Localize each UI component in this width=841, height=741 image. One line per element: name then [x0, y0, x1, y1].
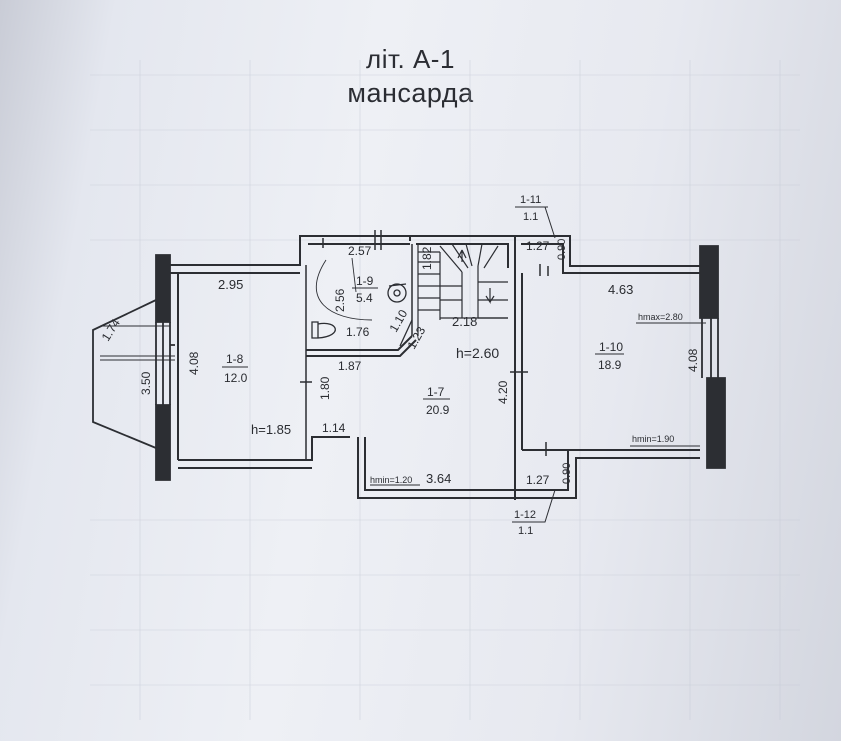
room-1-11-area: 1.1 — [523, 211, 538, 223]
dim-2-56: 2.56 — [333, 288, 347, 312]
grid-background — [90, 60, 800, 720]
dim-4-08-right: 4.08 — [686, 348, 700, 372]
room-1-10-id: 1-10 — [599, 340, 623, 354]
dim-1-27-top: 1.27 — [526, 239, 550, 253]
height-markers — [370, 322, 706, 486]
room-1-12-id: 1-12 — [514, 509, 536, 521]
plan-labels: 2.95 4.08 3.50 1.74 1-8 12.0 h=1.85 2.57… — [99, 194, 700, 537]
walls — [168, 235, 700, 500]
room-1-10-hmax: hmax=2.80 — [638, 312, 683, 322]
room-1-9-id: 1-9 — [356, 274, 374, 288]
room-1-7-id: 1-7 — [427, 385, 445, 399]
washbasin-icon — [387, 283, 407, 303]
room-1-7-hmin: hmin=1.20 — [370, 475, 412, 485]
staircase — [417, 243, 508, 336]
dim-0-90-bottom: 0.90 — [561, 463, 573, 484]
dim-3-50: 3.50 — [139, 371, 153, 395]
dim-2-57: 2.57 — [348, 244, 372, 258]
room-1-12-area: 1.1 — [518, 525, 533, 537]
room-1-9-area: 5.4 — [356, 291, 373, 305]
right-window — [699, 245, 726, 469]
dim-1-87: 1.87 — [338, 359, 362, 373]
dim-3-64: 3.64 — [426, 471, 451, 486]
page-subtitle: мансарда — [347, 78, 474, 108]
dim-1-14: 1.14 — [322, 421, 346, 435]
dim-4-08-left: 4.08 — [187, 351, 201, 375]
toilet-icon — [311, 321, 336, 339]
dim-1-80: 1.80 — [318, 376, 332, 400]
dim-2-95: 2.95 — [218, 277, 243, 292]
room-1-11-id: 1-11 — [520, 194, 541, 206]
room-1-8-height: h=1.85 — [251, 422, 291, 437]
room-1-7-area: 20.9 — [426, 403, 450, 417]
bathroom-fixtures — [311, 257, 413, 347]
left-bay-window — [92, 254, 175, 481]
dim-1-74: 1.74 — [99, 316, 123, 344]
page-title: літ. А-1 — [366, 44, 455, 74]
dim-4-20: 4.20 — [496, 380, 510, 404]
opening-marks — [300, 230, 549, 456]
room-1-10-hmin: hmin=1.90 — [632, 434, 674, 444]
dim-1-76: 1.76 — [346, 325, 370, 339]
room-1-10-area: 18.9 — [598, 358, 622, 372]
room-1-8-id: 1-8 — [226, 352, 244, 366]
dim-1-27-bottom: 1.27 — [526, 473, 550, 487]
dim-2-18: 2.18 — [452, 314, 477, 329]
room-1-7-height: h=2.60 — [456, 345, 499, 361]
dim-4-63: 4.63 — [608, 282, 633, 297]
room-1-8-area: 12.0 — [224, 371, 248, 385]
dim-0-90-top: 0.90 — [556, 239, 568, 260]
dim-1-82: 1.82 — [420, 246, 434, 270]
